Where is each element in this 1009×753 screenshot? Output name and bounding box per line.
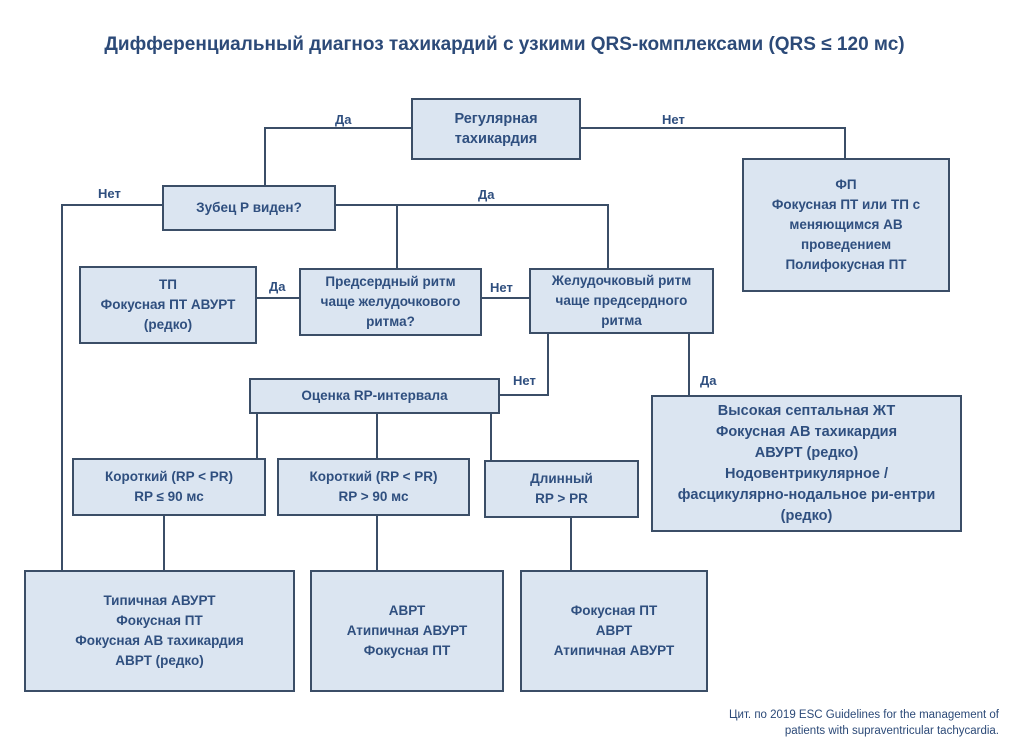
label-no-ventricular: Нет	[513, 373, 536, 388]
node-short-rp-le-90: Короткий (RP < PR) RP ≤ 90 мс	[72, 458, 266, 516]
citation: Цит. по 2019 ESC Guidelines for the mana…	[729, 709, 999, 737]
node-result-short-le-90: Типичная АВУРТ Фокусная ПТ Фокусная АВ т…	[24, 570, 295, 692]
node-flutter: ТП Фокусная ПТ АВУРТ (редко)	[79, 266, 257, 344]
node-rp-evaluation: Оценка RP-интервала	[249, 378, 500, 414]
label-no-regular: Нет	[662, 112, 685, 127]
label-no-pwave: Нет	[98, 186, 121, 201]
label-yes-atrial: Да	[269, 279, 286, 294]
node-ventricular-faster: Желудочковый ритм чаще предсердного ритм…	[529, 268, 714, 334]
node-junctional-tachycardia: Высокая септальная ЖТ Фокусная АВ тахика…	[651, 395, 962, 532]
node-p-wave-visible: Зубец Р виден?	[162, 185, 336, 231]
node-result-short-gt-90: АВРТ Атипичная АВУРТ Фокусная ПТ	[310, 570, 504, 692]
node-short-rp-gt-90: Короткий (RP < PR) RP > 90 мс	[277, 458, 470, 516]
label-yes-regular: Да	[335, 112, 352, 127]
node-long-rp: Длинный RP > PR	[484, 460, 639, 518]
node-af: ФП Фокусная ПТ или ТП с меняющимся АВ пр…	[742, 158, 950, 292]
diagram-title: Дифференциальный диагноз тахикардий с уз…	[104, 34, 905, 55]
node-result-long: Фокусная ПТ АВРТ Атипичная АВУРТ	[520, 570, 708, 692]
node-atrial-faster: Предсердный ритм чаще желудочкового ритм…	[299, 268, 482, 336]
node-regular-tachycardia: Регулярная тахикардия	[411, 98, 581, 160]
label-yes-ventricular: Да	[700, 373, 717, 388]
label-yes-pwave: Да	[478, 187, 495, 202]
label-no-atrial: Нет	[490, 280, 513, 295]
